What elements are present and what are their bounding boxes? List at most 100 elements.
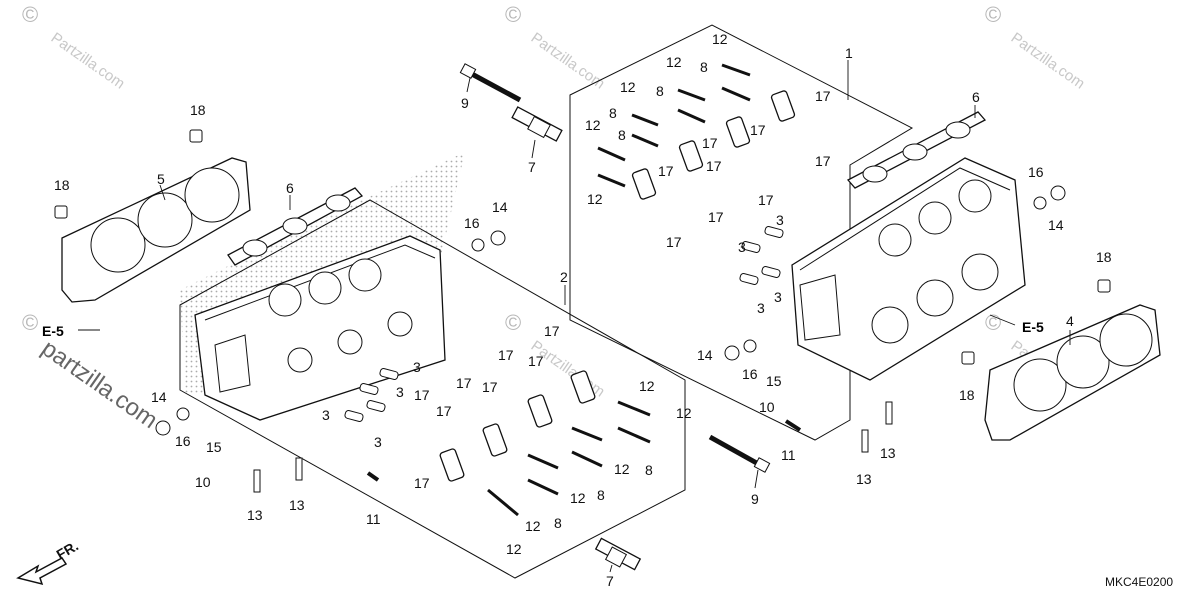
- callout-17: 17: [482, 379, 498, 395]
- callout-8: 8: [554, 515, 562, 531]
- callout-7: 7: [606, 573, 614, 589]
- callout-1: 1: [845, 45, 853, 61]
- callout-5: 5: [157, 171, 165, 187]
- head-bolt-top: [459, 63, 522, 103]
- callout-16: 16: [464, 215, 480, 231]
- callout-13: 13: [880, 445, 896, 461]
- callout-14: 14: [151, 389, 167, 405]
- callout-12: 12: [506, 541, 522, 557]
- callout-12: 12: [666, 54, 682, 70]
- callout-17: 17: [658, 163, 674, 179]
- callout-8: 8: [656, 83, 664, 99]
- callout-3: 3: [413, 359, 421, 375]
- cylinder-head-right: [791, 157, 1026, 381]
- exhaust-gasket-left: [227, 187, 364, 266]
- ref-label-right: E-5: [1022, 319, 1044, 335]
- callout-8: 8: [618, 127, 626, 143]
- callout-13: 13: [289, 497, 305, 513]
- copyright-symbol: ©: [22, 310, 38, 335]
- watermark-text: Partzilla.com: [528, 29, 608, 92]
- leader-lines: [78, 60, 1071, 573]
- callout-10: 10: [759, 399, 775, 415]
- callout-12: 12: [525, 518, 541, 534]
- callout-3: 3: [774, 289, 782, 305]
- dowel-pins: [344, 225, 784, 423]
- front-label: FR.: [54, 537, 82, 562]
- exhaust-gasket-right: [846, 111, 987, 189]
- callout-17: 17: [706, 158, 722, 174]
- callout-17: 17: [758, 192, 774, 208]
- callout-3: 3: [776, 212, 784, 228]
- copyright-symbol: ©: [22, 2, 38, 27]
- callout-17: 17: [456, 375, 472, 391]
- callout-17: 17: [815, 88, 831, 104]
- callout-17: 17: [436, 403, 452, 419]
- callout-17: 17: [750, 122, 766, 138]
- watermark-text: Partzilla.com: [48, 29, 128, 92]
- callout-17: 17: [528, 353, 544, 369]
- callout-12: 12: [570, 490, 586, 506]
- callout-13: 13: [247, 507, 263, 523]
- callout-14: 14: [1048, 217, 1064, 233]
- callout-3: 3: [757, 300, 765, 316]
- callout-17: 17: [414, 475, 430, 491]
- head-gasket-left: [61, 157, 251, 303]
- callout-3: 3: [396, 384, 404, 400]
- cam-holders-right: [631, 90, 796, 200]
- callout-2: 2: [560, 269, 568, 285]
- callout-17: 17: [414, 387, 430, 403]
- spark-plug-top: [511, 106, 563, 142]
- callout-17: 17: [666, 234, 682, 250]
- head-gasket-right: [984, 304, 1161, 441]
- copyright-symbol: ©: [985, 2, 1001, 27]
- callout-18: 18: [54, 177, 70, 193]
- callout-17: 17: [708, 209, 724, 225]
- callout-6: 6: [972, 89, 980, 105]
- callout-12: 12: [585, 117, 601, 133]
- callout-8: 8: [645, 462, 653, 478]
- head-bolt-bottom: [708, 434, 771, 473]
- callout-11: 11: [781, 447, 796, 463]
- small-hardware: [54, 129, 1111, 493]
- watermark-text-large: partzilla.com: [37, 335, 163, 434]
- callout-12: 12: [587, 191, 603, 207]
- callout-8: 8: [609, 105, 617, 121]
- callout-18: 18: [959, 387, 975, 403]
- callout-9: 9: [461, 95, 469, 111]
- callout-16: 16: [1028, 164, 1044, 180]
- callout-11: 11: [366, 511, 381, 527]
- callout-17: 17: [498, 347, 514, 363]
- callout-12: 12: [712, 31, 728, 47]
- callout-3: 3: [374, 434, 382, 450]
- callout-12: 12: [676, 405, 692, 421]
- callout-numbers: 1 2 3 3 3 3 3 3 3 3 4 5 6 6 7 7 8 8 8 8 …: [54, 31, 1112, 589]
- callout-13: 13: [856, 471, 872, 487]
- assembly-frame-left: [179, 199, 686, 579]
- copyright-symbol: ©: [505, 310, 521, 335]
- callout-9: 9: [751, 491, 759, 507]
- callout-14: 14: [697, 347, 713, 363]
- callout-15: 15: [766, 373, 782, 389]
- callout-12: 12: [614, 461, 630, 477]
- callout-14: 14: [492, 199, 508, 215]
- callout-8: 8: [700, 59, 708, 75]
- callout-16: 16: [742, 366, 758, 382]
- cam-bolts-left: [487, 400, 651, 517]
- diagram-code: MKC4E0200: [1105, 575, 1173, 589]
- callout-18: 18: [190, 102, 206, 118]
- copyright-symbol: ©: [985, 310, 1001, 335]
- cam-holders-left: [439, 370, 596, 482]
- callout-15: 15: [206, 439, 222, 455]
- callout-7: 7: [528, 159, 536, 175]
- callout-10: 10: [195, 474, 211, 490]
- callout-4: 4: [1066, 313, 1074, 329]
- callout-17: 17: [544, 323, 560, 339]
- watermark-text: Partzilla.com: [1008, 29, 1088, 92]
- copyright-symbol: ©: [505, 2, 521, 27]
- callout-17: 17: [702, 135, 718, 151]
- callout-12: 12: [620, 79, 636, 95]
- callout-8: 8: [597, 487, 605, 503]
- callout-18: 18: [1096, 249, 1112, 265]
- callout-17: 17: [815, 153, 831, 169]
